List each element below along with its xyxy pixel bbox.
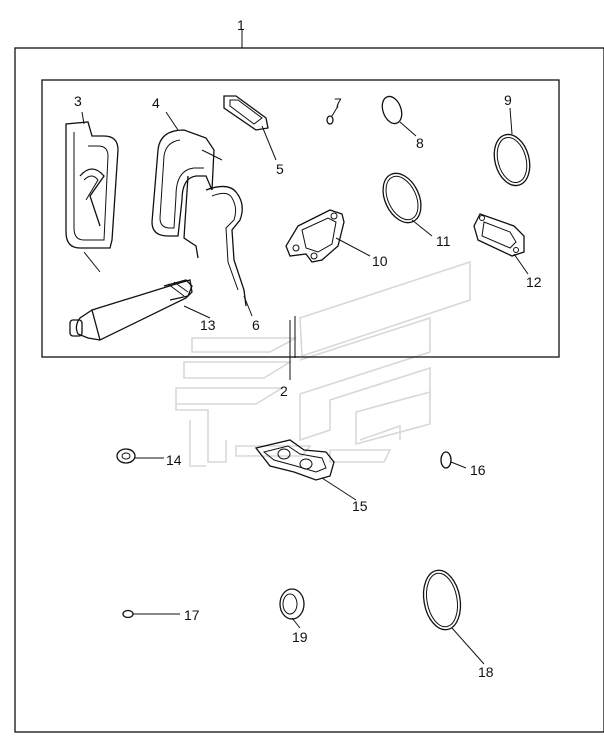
callout-16: 16 bbox=[470, 462, 486, 478]
callout-4: 4 bbox=[152, 95, 160, 111]
part-13-sealant-tube bbox=[69, 279, 211, 341]
callout-17: 17 bbox=[184, 607, 200, 623]
callout-6: 6 bbox=[252, 317, 260, 333]
part-4-gasket bbox=[151, 111, 223, 259]
callout-labels: 1 2 3 4 5 6 7 8 9 10 11 12 13 14 15 16 1… bbox=[74, 17, 542, 680]
part-14-grommet bbox=[116, 448, 164, 464]
part-17-small-ring bbox=[122, 609, 180, 619]
part-19-seal bbox=[279, 588, 305, 629]
part-6-gasket bbox=[205, 185, 253, 317]
part-3-gasket bbox=[65, 111, 119, 273]
part-15-gasket bbox=[254, 439, 357, 501]
callout-10: 10 bbox=[372, 253, 388, 269]
callout-9: 9 bbox=[504, 92, 512, 108]
part-10-flange-gasket bbox=[285, 209, 371, 263]
callout-18: 18 bbox=[478, 664, 494, 680]
part-8-o-ring bbox=[381, 95, 417, 137]
callout-15: 15 bbox=[352, 498, 368, 514]
callout-1: 1 bbox=[237, 17, 245, 33]
callout-13: 13 bbox=[200, 317, 216, 333]
callout-5: 5 bbox=[276, 161, 284, 177]
part-5-gasket bbox=[223, 95, 277, 161]
gasket-set-box bbox=[41, 79, 560, 380]
part-16-o-ring bbox=[440, 451, 467, 469]
callout-11: 11 bbox=[436, 233, 451, 249]
part-9-o-ring bbox=[493, 107, 531, 187]
callout-3: 3 bbox=[74, 93, 82, 109]
callout-14: 14 bbox=[166, 452, 182, 468]
part-7-small-ring bbox=[326, 105, 339, 125]
part-12-gasket bbox=[473, 213, 529, 275]
watermark-logo bbox=[175, 260, 471, 467]
part-18-o-ring bbox=[422, 569, 485, 665]
part-11-o-ring bbox=[382, 172, 433, 237]
callout-19: 19 bbox=[292, 629, 308, 645]
callout-2: 2 bbox=[280, 383, 288, 399]
callout-12: 12 bbox=[526, 274, 542, 290]
kit-frame bbox=[14, 30, 604, 733]
callout-7: 7 bbox=[334, 95, 342, 111]
callout-8: 8 bbox=[416, 135, 424, 151]
